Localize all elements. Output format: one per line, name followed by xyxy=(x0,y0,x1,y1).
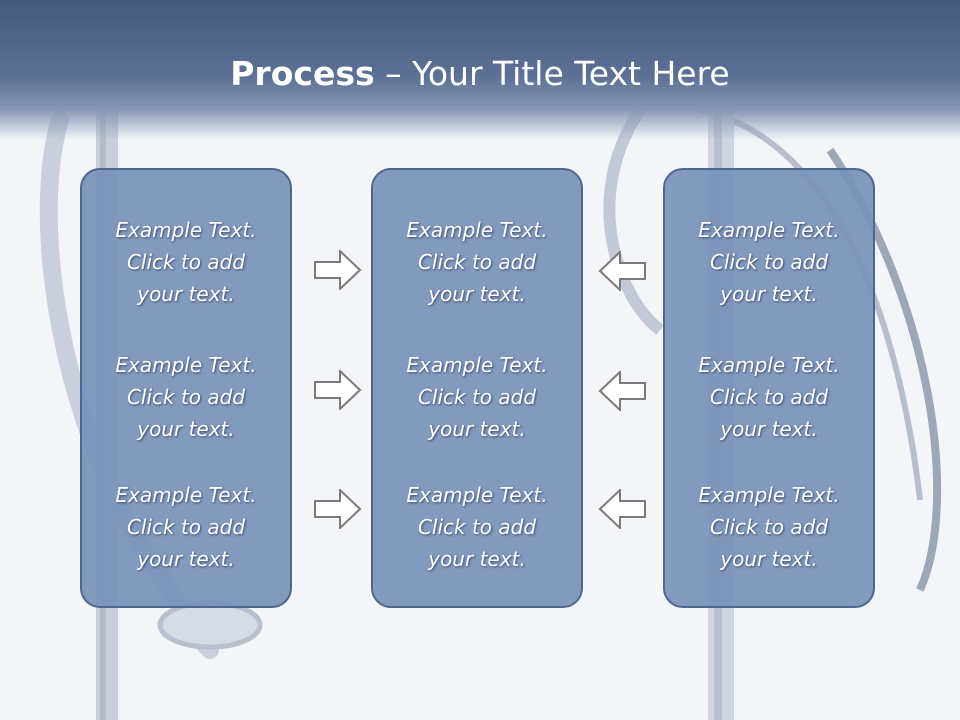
text-placeholder[interactable]: Example Text. Click to add your text. xyxy=(115,353,257,441)
title-banner xyxy=(0,0,960,140)
left-arrow-icon xyxy=(598,371,646,411)
text-placeholder[interactable]: Example Text. Click to add your text. xyxy=(698,483,840,571)
title-bold: Process xyxy=(230,54,375,93)
text-placeholder[interactable]: Example Text. Click to add your text. xyxy=(406,353,548,441)
process-box-right[interactable]: Example Text. Click to add your text. Ex… xyxy=(663,168,875,608)
left-arrow-icon xyxy=(598,489,646,529)
page-title[interactable]: Process – Your Title Text Here xyxy=(0,52,960,96)
text-placeholder[interactable]: Example Text. Click to add your text. xyxy=(115,218,257,306)
text-placeholder[interactable]: Example Text. Click to add your text. xyxy=(115,483,257,571)
text-placeholder[interactable]: Example Text. Click to add your text. xyxy=(406,483,548,571)
process-box-center[interactable]: Example Text. Click to add your text. Ex… xyxy=(371,168,583,608)
title-rest: – Your Title Text Here xyxy=(374,54,730,93)
right-arrow-icon xyxy=(314,250,362,290)
right-arrow-icon xyxy=(314,489,362,529)
left-arrow-icon xyxy=(598,251,646,291)
text-placeholder[interactable]: Example Text. Click to add your text. xyxy=(698,218,840,306)
text-placeholder[interactable]: Example Text. Click to add your text. xyxy=(698,353,840,441)
process-box-left[interactable]: Example Text. Click to add your text. Ex… xyxy=(80,168,292,608)
right-arrow-icon xyxy=(314,370,362,410)
text-placeholder[interactable]: Example Text. Click to add your text. xyxy=(406,218,548,306)
